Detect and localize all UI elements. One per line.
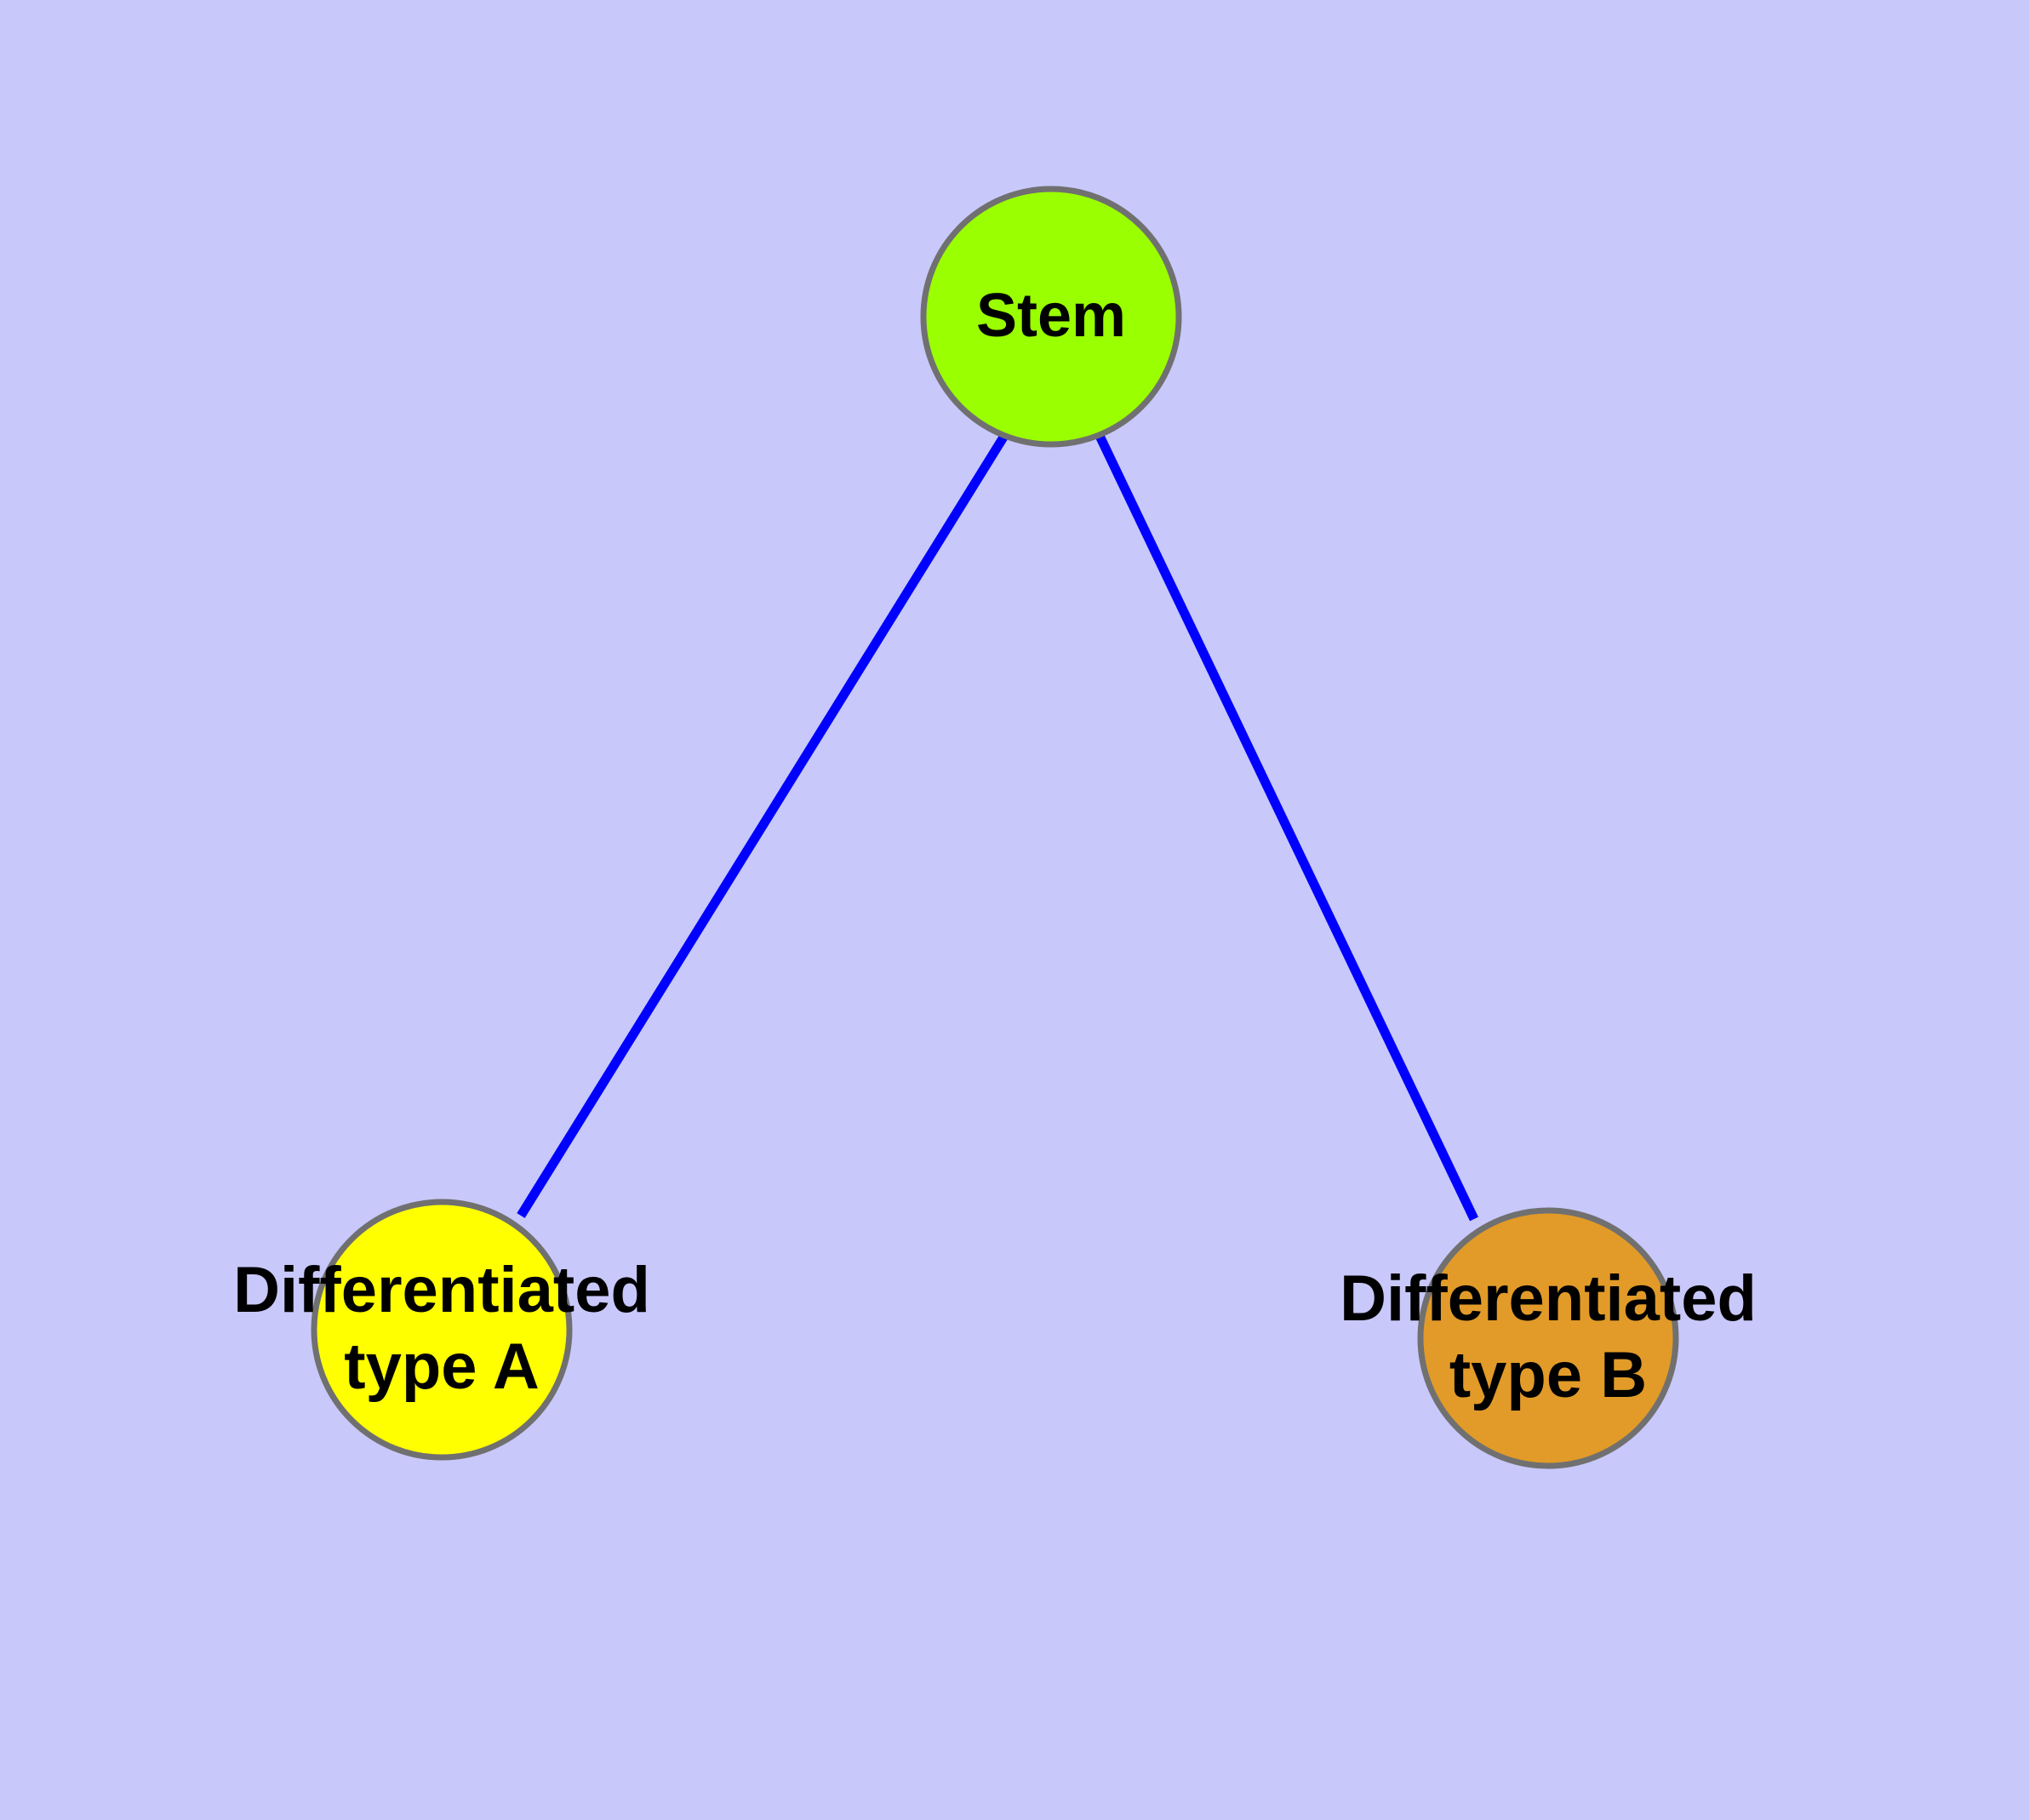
node-differentiated-type-b-label: Differentiated type B [1340,1262,1757,1411]
node-differentiated-type-b-label-line-1: Differentiated [1340,1262,1757,1335]
node-differentiated-type-b-circle[interactable] [1417,1207,1679,1469]
node-differentiated-type-a-label: Differentiated type A [233,1254,650,1403]
edge-stem-to-differentiated-type-a[interactable] [517,433,1009,1218]
node-differentiated-type-b-label-line-2: type B [1449,1339,1647,1411]
node-stem[interactable] [920,186,1182,448]
node-differentiated-type-a-circle[interactable] [311,1199,573,1461]
label-layer: Stem Differentiated type A Differentiate… [233,282,1757,1411]
node-layer [311,186,1679,1469]
edge-stem-to-differentiated-type-b[interactable] [1095,433,1478,1222]
node-differentiated-type-b[interactable] [1417,1207,1679,1469]
edge-layer [517,433,1478,1222]
node-differentiated-type-a-label-line-2: type A [344,1331,539,1403]
node-differentiated-type-a[interactable] [311,1199,573,1461]
node-stem-circle[interactable] [920,186,1182,448]
node-differentiated-type-a-label-line-1: Differentiated [233,1254,650,1326]
node-stem-label: Stem [976,282,1126,350]
